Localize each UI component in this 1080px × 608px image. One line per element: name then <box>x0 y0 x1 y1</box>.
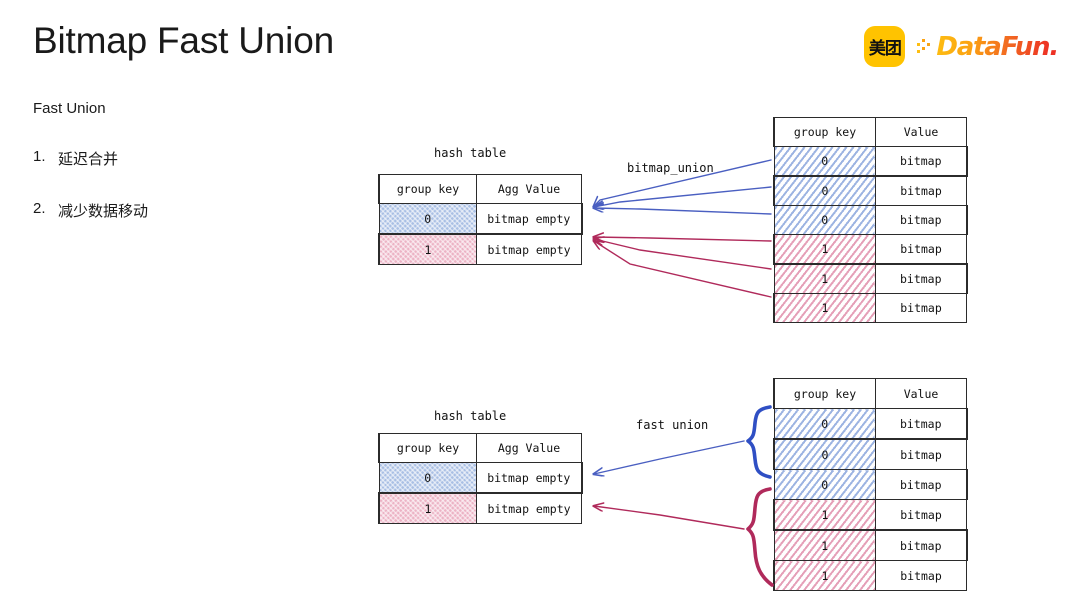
cell-group-key: 0 <box>378 462 477 494</box>
column-header-value: Value <box>875 378 967 409</box>
cell-group-key: 1 <box>773 293 876 323</box>
cell-group-key: 1 <box>378 492 477 524</box>
cell-agg-value: bitmap empty <box>476 492 582 524</box>
table-row: 1 bitmap empty <box>378 233 582 265</box>
blue-group-brace <box>746 405 772 479</box>
table-row: 1 bitmap <box>773 529 968 561</box>
cell-value: bitmap <box>875 146 968 177</box>
cell-agg-value: bitmap empty <box>476 203 583 235</box>
cell-value: bitmap <box>875 408 968 440</box>
logo-group: 美团 DataFun. <box>864 26 1059 67</box>
cell-value: bitmap <box>875 469 968 500</box>
cell-value: bitmap <box>875 263 968 294</box>
list-item: 2. 减少数据移动 <box>33 200 333 221</box>
cell-value: bitmap <box>875 438 967 470</box>
cell-group-key: 1 <box>773 529 876 561</box>
table-row: 0 bitmap <box>773 146 968 177</box>
table-row: 0 bitmap empty <box>378 203 583 235</box>
datafun-dots-icon <box>917 38 931 53</box>
column-header-group-key: group key <box>773 117 876 147</box>
column-header-agg-value: Agg Value <box>476 433 582 463</box>
cell-value: bitmap <box>875 293 967 323</box>
table-row: 0 bitmap <box>773 175 967 206</box>
column-header-group-key: group key <box>378 433 477 463</box>
fast-union-label: fast union <box>636 418 709 432</box>
cell-group-key: 1 <box>773 234 876 265</box>
table-header-row: group key Agg Value <box>378 174 582 204</box>
column-header-value: Value <box>875 117 967 147</box>
datafun-wordmark: DataFun. <box>936 31 1059 62</box>
table-row: 1 bitmap <box>773 560 967 591</box>
datafun-logo: DataFun. <box>917 31 1059 62</box>
lead-text: Fast Union <box>33 100 106 117</box>
table-row: 0 bitmap empty <box>378 462 583 494</box>
column-header-group-key: group key <box>378 174 477 204</box>
cell-group-key: 0 <box>773 205 876 235</box>
cell-group-key: 0 <box>773 469 876 500</box>
table-row: 0 bitmap <box>773 469 968 500</box>
column-header-agg-value: Agg Value <box>476 174 582 204</box>
table-row: 1 bitmap <box>773 499 967 531</box>
cell-group-key: 1 <box>773 263 876 294</box>
table-row: 0 bitmap <box>773 438 967 470</box>
top-hash-table: group key Agg Value 0 bitmap empty 1 bit… <box>378 174 583 265</box>
list-item-marker: 2. <box>33 200 46 217</box>
bottom-hash-table: group key Agg Value 0 bitmap empty 1 bit… <box>378 433 583 524</box>
list-item-label: 减少数据移动 <box>58 203 149 220</box>
top-source-table: group key Value 0 bitmap 0 bitmap 0 bitm… <box>773 117 968 323</box>
cell-value: bitmap <box>875 175 967 206</box>
bottom-hash-table-caption: hash table <box>434 409 507 423</box>
cell-value: bitmap <box>875 499 967 531</box>
table-row: 1 bitmap <box>773 234 967 265</box>
cell-agg-value: bitmap empty <box>476 462 583 494</box>
bottom-red-arrow <box>594 506 745 530</box>
cell-group-key: 1 <box>773 560 876 591</box>
column-header-group-key: group key <box>773 378 876 409</box>
cell-value: bitmap <box>875 560 967 591</box>
top-hash-table-caption: hash table <box>434 146 507 160</box>
cell-value: bitmap <box>875 529 968 561</box>
cell-agg-value: bitmap empty <box>476 233 582 265</box>
list-item-marker: 1. <box>33 148 46 165</box>
bottom-blue-arrow <box>594 440 745 474</box>
table-header-row: group key Agg Value <box>378 433 582 463</box>
table-header-row: group key Value <box>773 378 967 409</box>
list-item-label: 延迟合并 <box>58 151 119 168</box>
meituan-logo-icon: 美团 <box>864 26 906 67</box>
list-item: 1. 延迟合并 <box>33 148 333 169</box>
left-text-column: Fast Union 1. 延迟合并 2. 减少数据移动 <box>33 100 333 252</box>
table-row: 1 bitmap <box>773 263 968 294</box>
top-red-arrows <box>594 237 772 298</box>
table-row: 1 bitmap <box>773 293 967 323</box>
cell-group-key: 0 <box>773 438 876 470</box>
table-row: 0 bitmap <box>773 408 968 440</box>
cell-group-key: 0 <box>378 203 477 235</box>
cell-value: bitmap <box>875 234 967 265</box>
cell-group-key: 1 <box>378 233 477 265</box>
bitmap-union-label: bitmap_union <box>627 161 714 175</box>
cell-group-key: 0 <box>773 408 876 440</box>
page-title: Bitmap Fast Union <box>33 20 334 61</box>
table-row: 0 bitmap <box>773 205 968 235</box>
bottom-source-table: group key Value 0 bitmap 0 bitmap 0 bitm… <box>773 378 968 591</box>
cell-group-key: 0 <box>773 146 876 177</box>
cell-value: bitmap <box>875 205 968 235</box>
red-group-brace <box>746 487 774 587</box>
cell-group-key: 1 <box>773 499 876 531</box>
table-row: 1 bitmap empty <box>378 492 582 524</box>
table-header-row: group key Value <box>773 117 967 147</box>
cell-group-key: 0 <box>773 175 876 206</box>
